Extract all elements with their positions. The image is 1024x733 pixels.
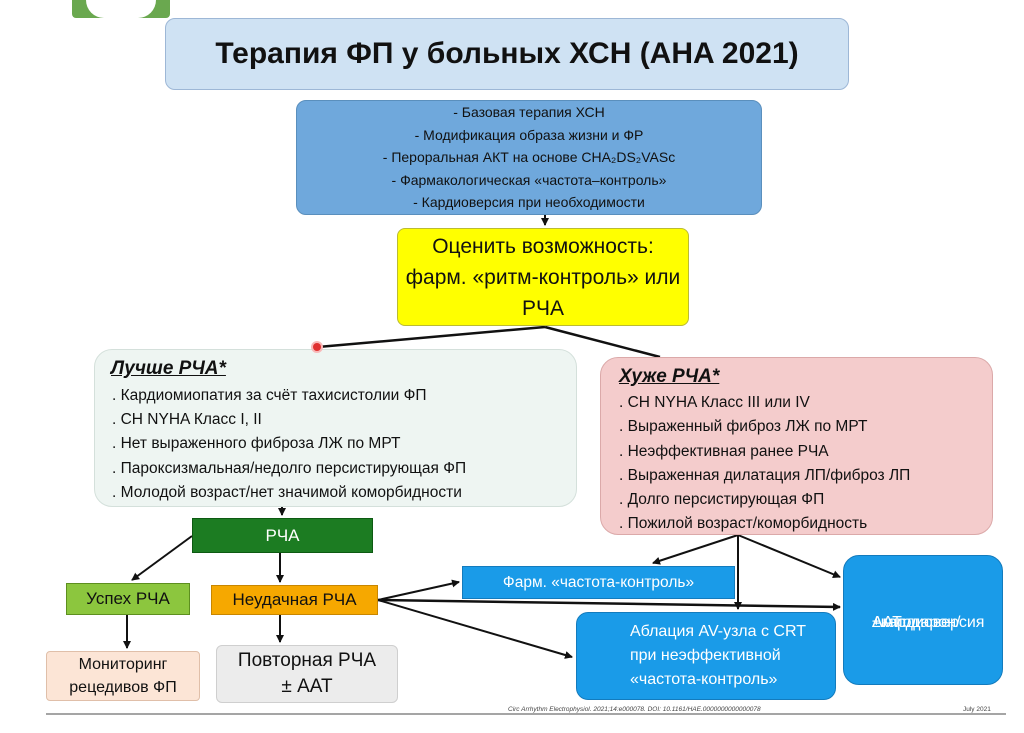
av-ablation-box: Аблация AV-узла с CRT при неэффективной … [576,612,836,700]
evaluate-box: Оценить возможность: фарм. «ритм-контрол… [397,228,689,326]
base-therapy-item: - Базовая терапия ХСН [453,104,605,121]
av-ablation-line: при неэффективной [629,647,781,664]
worse-rfa-item: . Долго персистирующая ФП [619,491,825,509]
base-therapy-item: - Фармакологическая «частота–контроль» [391,171,667,188]
repeat-rfa-line: Повторная РЧА [237,650,377,671]
better-rfa-item: . Кардиомиопатия за счёт тахисистолии ФП [112,387,427,404]
arrow-fail-to-aat [377,598,841,611]
arrow-worse-to-rate [652,534,739,565]
footer-date: July 2021 [963,706,991,713]
worse-rfa-heading: Хуже РЧА* [619,366,720,387]
better-rfa-item: . Молодой возраст/нет значимой коморбидн… [112,483,462,501]
better-rfa-item: . Нет выраженного фиброза ЛЖ по МРТ [112,435,401,453]
worse-rfa-item: . Неэффективная ранее РЧА [619,442,829,460]
arrow-worse-to-aat [737,534,841,579]
worse-rfa-item: . Пожилой возраст/коморбидность [619,515,868,533]
better-rfa-item: . Пароксизмальная/недолго персистирующая… [112,459,467,477]
evaluate-line: Оценить возможность: [432,234,654,258]
footer-divider [46,713,1006,715]
monitoring-box: Мониторинг рецедивов ФП [46,651,200,701]
worse-rfa-item: . СН NYHA Класс III или IV [619,394,810,411]
av-ablation-line: Аблация AV-узла с CRT [629,623,807,640]
monitoring-line: Мониторинг [78,656,168,673]
rfa-label: РЧА [265,525,300,545]
arrow-fail-to-ablation [377,599,573,659]
base-therapy-item: - Кардиоверсия при необходимости [413,194,645,211]
worse-rfa-item: . Выраженный фиброз ЛЖ по МРТ [619,418,868,436]
worse-rfa-box: Хуже РЧА* . СН NYHA Класс III или IV . В… [600,357,993,535]
rate-control-label: Фарм. «частота-контроль» [502,573,695,591]
better-rfa-item: . СН NYHA Класс I, II [112,411,262,429]
base-therapy-item: - Модификация образа жизни и ФР [414,126,644,143]
evaluate-line: РЧА [521,296,564,320]
monitoring-line: рецедивов ФП [69,679,177,696]
rfa-success-label: Успех РЧА [86,589,170,608]
rfa-success-box: Успех РЧА [66,583,190,615]
aat-line: Амиодарон/ [872,614,961,631]
laser-pointer-dot [313,343,321,351]
source-citation: Circ Arrhythm Electrophysiol. 2021;14:e0… [508,706,761,713]
better-rfa-box: Лучше РЧА* . Кардиомиопатия за счёт тахи… [94,349,577,507]
base-therapy-box: - Базовая терапия ХСН - Модификация обра… [296,100,762,215]
better-rfa-heading: Лучше РЧА* [111,358,226,379]
evaluate-line: фарм. «ритм-контроль» или [405,265,681,289]
rfa-fail-label: Неудачная РЧА [232,590,357,609]
arrow-rfa-to-success [131,535,193,581]
line-evaluate-to-better [317,325,546,349]
arrow-fail-to-rate [377,579,460,601]
line-evaluate-to-worse [544,325,661,359]
repeat-rfa-box: Повторная РЧА ± ААТ [216,645,398,703]
rfa-box: РЧА [192,518,373,553]
base-therapy-item: - Пероральная АКТ на основе CHA₂DS₂VASc [382,149,676,166]
title-box: Терапия ФП у больных ХСН (AHA 2021) [165,18,849,90]
av-ablation-line: «частота-контроль» [629,671,778,688]
rfa-fail-box: Неудачная РЧА [211,585,378,615]
aat-line: ААТ: [872,614,907,631]
page-title: Терапия ФП у больных ХСН (AHA 2021) [215,37,799,70]
aat-box: ААТ: Амиодарон/ ±кардиоверсия [843,555,1003,685]
repeat-rfa-line: ± ААТ [281,676,333,697]
rate-control-box: Фарм. «частота-контроль» [462,566,735,599]
logo [72,0,170,18]
worse-rfa-item: . Выраженная дилатация ЛП/фиброз ЛП [619,466,911,484]
aat-line: ±кардиоверсия [872,614,985,631]
